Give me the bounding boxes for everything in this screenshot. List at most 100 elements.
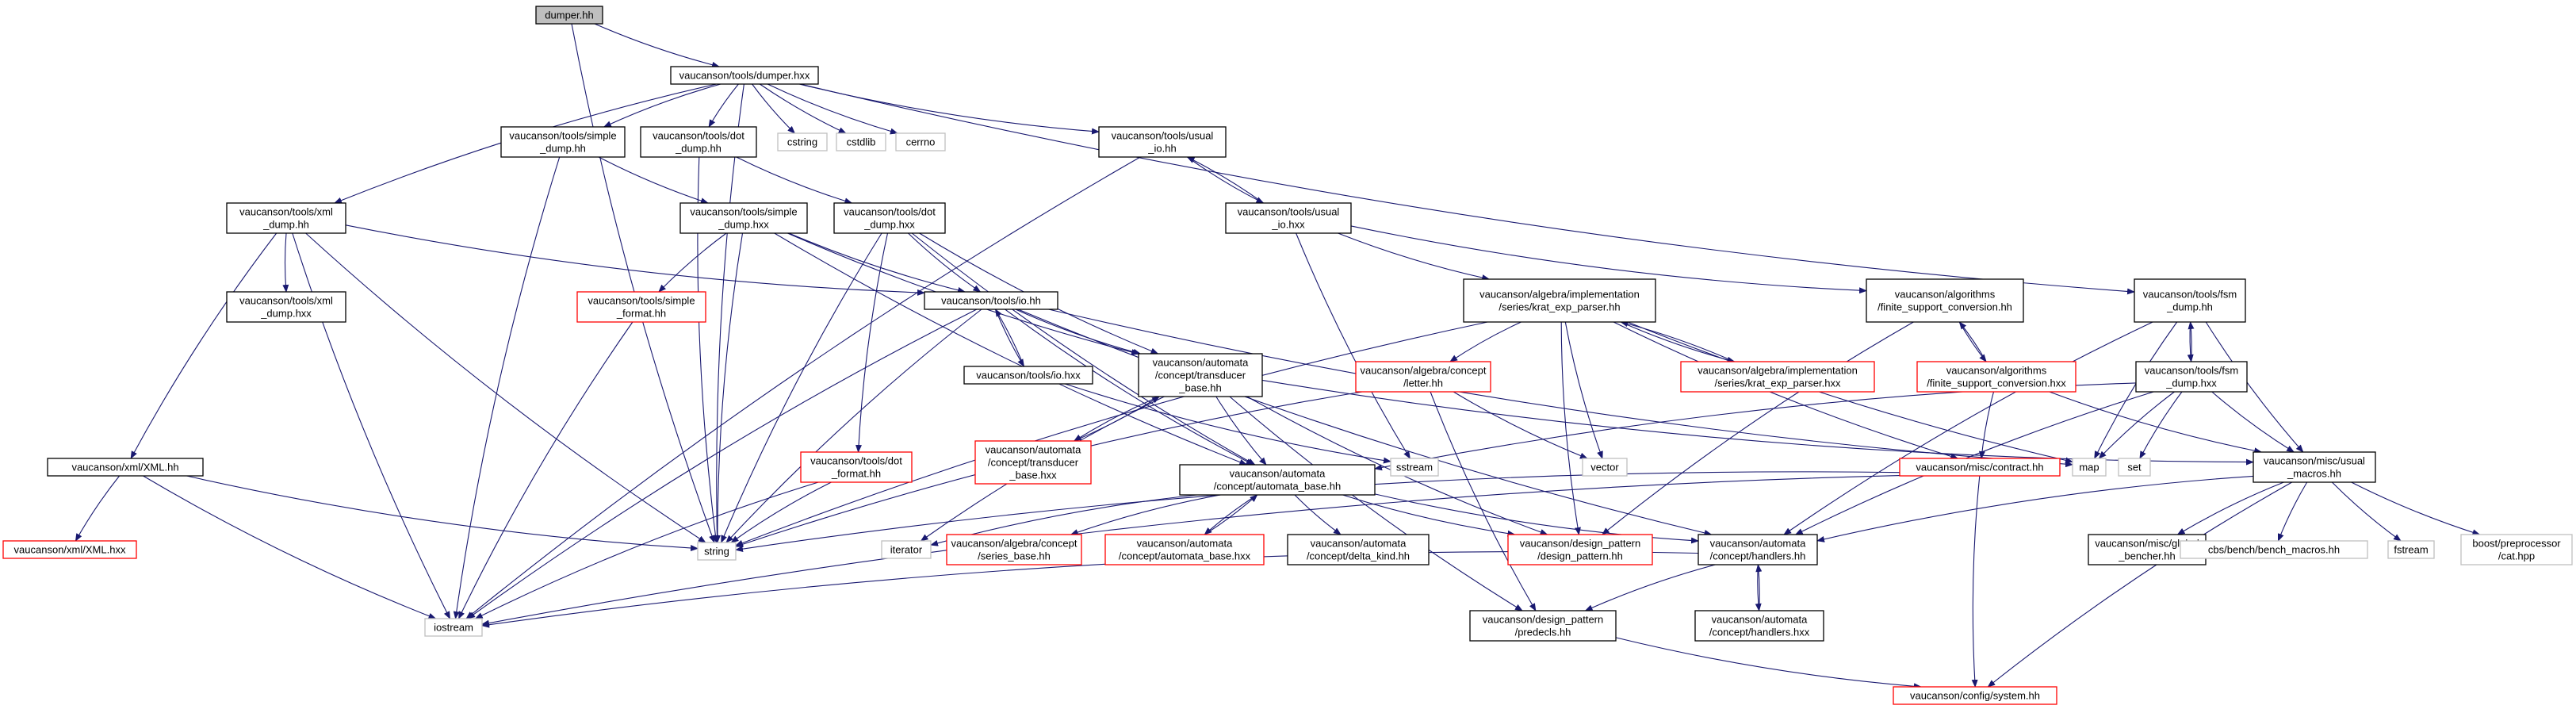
node-cstring: cstring <box>777 132 828 151</box>
node-xml-hh[interactable]: vaucanson/xml/XML.hh <box>47 458 204 477</box>
node-label: vaucanson/tools/usual <box>1238 206 1340 218</box>
node-delta-kind-hh[interactable]: vaucanson/automata/concept/delta_kind.hh <box>1287 534 1430 565</box>
edge-dumper-hxx-to-cerrno <box>767 83 898 135</box>
node-label: _macros.hh <box>2287 468 2341 480</box>
node-box <box>833 202 946 234</box>
edge-krat-exp-parser-hxx-to-krat-exp-parser-hh <box>1620 320 1735 362</box>
edge-xml-dump-hh-to-xml-dump-hxx <box>282 232 289 293</box>
edge-dot-format-hh-to-string <box>730 481 832 543</box>
node-simple-dump-hh[interactable]: vaucanson/tools/simple_dump.hh <box>500 126 626 158</box>
node-box <box>576 291 706 323</box>
node-label: vaucanson/automata <box>1137 538 1233 550</box>
edge-io-hh-to-transducer-base-hh <box>1015 309 1142 355</box>
nodes-layer: dumper.hh vaucanson/tools/dumper.hxx vauca… <box>2 6 2573 705</box>
edge-letter-hh-to-vector <box>1453 391 1588 459</box>
edge-io-hh-to-io-hxx <box>994 309 1025 367</box>
node-fsm-dump-hxx[interactable]: vaucanson/tools/fsm_dump.hxx <box>2135 361 2248 393</box>
edge-simple-dump-hxx-to-automata-base-hh <box>774 232 1248 466</box>
edge-krat-exp-parser-hh-to-string <box>735 321 1488 546</box>
node-cstdlib: cstdlib <box>836 132 886 151</box>
node-box <box>424 618 483 637</box>
node-handlers-hh[interactable]: vaucanson/automata/concept/handlers.hh <box>1698 534 1818 565</box>
node-usual-macros-hh[interactable]: vaucanson/misc/usual_macros.hh <box>2253 451 2376 483</box>
node-label: vaucanson/automata <box>1230 468 1326 480</box>
node-sstream: sstream <box>1390 458 1439 477</box>
edge-simple-dump-hxx-to-string <box>714 232 744 543</box>
edge-fsm-dump-hxx-to-fsm-dump-hh <box>2187 321 2195 362</box>
node-label: /cat.hpp <box>2498 550 2535 562</box>
node-dumper-hxx[interactable]: vaucanson/tools/dumper.hxx <box>670 66 819 85</box>
edge-dumper-hxx-to-cstdlib <box>759 83 847 134</box>
node-label: _dump.hh <box>539 143 586 155</box>
edge-finite-support-hh-to-finite-support-hxx <box>1958 321 1987 362</box>
node-usual-io-hh[interactable]: vaucanson/tools/usual_io.hh <box>1098 126 1227 158</box>
node-transducer-base-hh[interactable]: vaucanson/automata/concept/transducer_ba… <box>1138 353 1263 397</box>
node-label: vaucanson/tools/xml <box>239 206 333 218</box>
edge-dumper-hxx-to-dot-dump-hh <box>708 83 739 128</box>
edge-dumper-hh-to-dumper-hxx <box>594 23 720 68</box>
edge-io-hh-to-handlers-hh <box>1017 309 1713 536</box>
edge-fsm-dump-hxx-to-usual-macros-hh <box>2211 391 2295 453</box>
node-letter-hh: vaucanson/algebra/concept/letter.hh <box>1355 361 1491 393</box>
edge-fsm-dump-hxx-to-map <box>2098 391 2175 459</box>
node-simple-dump-hxx[interactable]: vaucanson/tools/simple_dump.hxx <box>679 202 808 234</box>
node-label: vaucanson/automata <box>1311 538 1407 550</box>
edge-transducer-base-hh-to-transducer-base-hxx <box>1073 396 1160 442</box>
node-label: vaucanson/tools/usual <box>1112 130 1214 142</box>
node-label: /finite_support_conversion.hh <box>1877 301 2012 313</box>
node-io-hxx[interactable]: vaucanson/tools/io.hxx <box>963 366 1093 385</box>
edge-dumper-hxx-to-simple-dump-hh <box>603 83 722 128</box>
node-label: _base.hh <box>1178 382 1222 394</box>
node-handlers-hxx[interactable]: vaucanson/automata/concept/handlers.hxx <box>1694 610 1824 642</box>
node-box <box>2134 278 2246 323</box>
edge-usual-macros-hh-to-fstream <box>2331 481 2402 542</box>
edge-dot-dump-hxx-to-dot-format-hh <box>855 232 889 453</box>
node-box <box>2 540 137 559</box>
edge-dot-dump-hh-to-dot-dump-hxx <box>736 156 853 205</box>
node-global-bencher-hh[interactable]: vaucanson/misc/global_bencher.hh <box>2088 534 2207 565</box>
node-label: iostream <box>434 622 473 634</box>
node-label: cstring <box>787 136 817 148</box>
node-box <box>1104 534 1265 565</box>
edge-xml-dump-hh-to-string <box>305 232 706 543</box>
edge-fsm-dump-hh-to-map <box>2094 321 2178 459</box>
node-box <box>47 458 204 477</box>
node-dot-dump-hxx[interactable]: vaucanson/tools/dot_dump.hxx <box>833 202 946 234</box>
edge-dumper-hxx-to-fsm-dump-hh <box>800 83 2135 295</box>
node-label: /series/krat_exp_parser.hh <box>1499 301 1620 313</box>
node-dot-dump-hh[interactable]: vaucanson/tools/dot_dump.hh <box>640 126 757 158</box>
edge-fsm-dump-hxx-to-automata-base-hh <box>1374 382 2137 471</box>
node-label: _io.hxx <box>1271 219 1305 231</box>
node-finite-support-hh[interactable]: vaucanson/algorithms/finite_support_conv… <box>1866 278 2024 323</box>
node-label: /concept/delta_kind.hh <box>1307 550 1410 562</box>
node-usual-io-hxx[interactable]: vaucanson/tools/usual_io.hxx <box>1225 202 1352 234</box>
node-label: cerrno <box>906 136 936 148</box>
node-predecls-hh[interactable]: vaucanson/design_pattern/predecls.hh <box>1469 610 1617 642</box>
node-box <box>1694 610 1824 642</box>
node-krat-exp-parser-hh[interactable]: vaucanson/algebra/implementation/series/… <box>1463 278 1656 323</box>
edge-dot-dump-hxx-to-io-hh <box>908 232 982 293</box>
node-fsm-dump-hh[interactable]: vaucanson/tools/fsm_dump.hh <box>2134 278 2246 323</box>
edge-simple-dump-hh-to-simple-dump-hxx <box>598 156 709 204</box>
edge-krat-exp-parser-hh-to-vector <box>1564 321 1603 459</box>
node-automata-base-hh[interactable]: vaucanson/automata/concept/automata_base… <box>1179 464 1376 496</box>
node-dumper-hh[interactable]: dumper.hh <box>535 6 603 25</box>
edge-automata-base-hh-to-design-pattern-hh <box>1342 494 1516 537</box>
node-xml-dump-hh[interactable]: vaucanson/tools/xml_dump.hh <box>226 202 346 234</box>
edge-io-hh-to-automata-base-hh <box>1005 309 1254 466</box>
edge-transducer-base-hh-to-predecls-hh <box>1229 396 1523 611</box>
node-xml-dump-hxx[interactable]: vaucanson/tools/xml_dump.hxx <box>226 291 346 323</box>
node-label: _bencher.hh <box>2118 550 2176 562</box>
node-label: vaucanson/misc/global <box>2095 538 2199 550</box>
edge-usual-io-hh-to-usual-io-hxx <box>1187 156 1265 204</box>
node-box <box>2118 458 2151 477</box>
edge-io-hxx-to-io-hh <box>994 309 1025 367</box>
node-label: vaucanson/automata <box>1153 357 1249 369</box>
node-io-hh[interactable]: vaucanson/tools/io.hh <box>924 291 1058 310</box>
node-label: vaucanson/automata <box>1712 614 1808 626</box>
node-label: vaucanson/misc/contract.hh <box>1916 462 2043 473</box>
node-box <box>2387 540 2435 559</box>
edge-xml-dump-hh-to-io-hh <box>345 224 925 296</box>
edge-simple-dump-hxx-to-io-hh <box>788 232 966 293</box>
node-simple-format-hh: vaucanson/tools/simple_format.hh <box>576 291 706 323</box>
